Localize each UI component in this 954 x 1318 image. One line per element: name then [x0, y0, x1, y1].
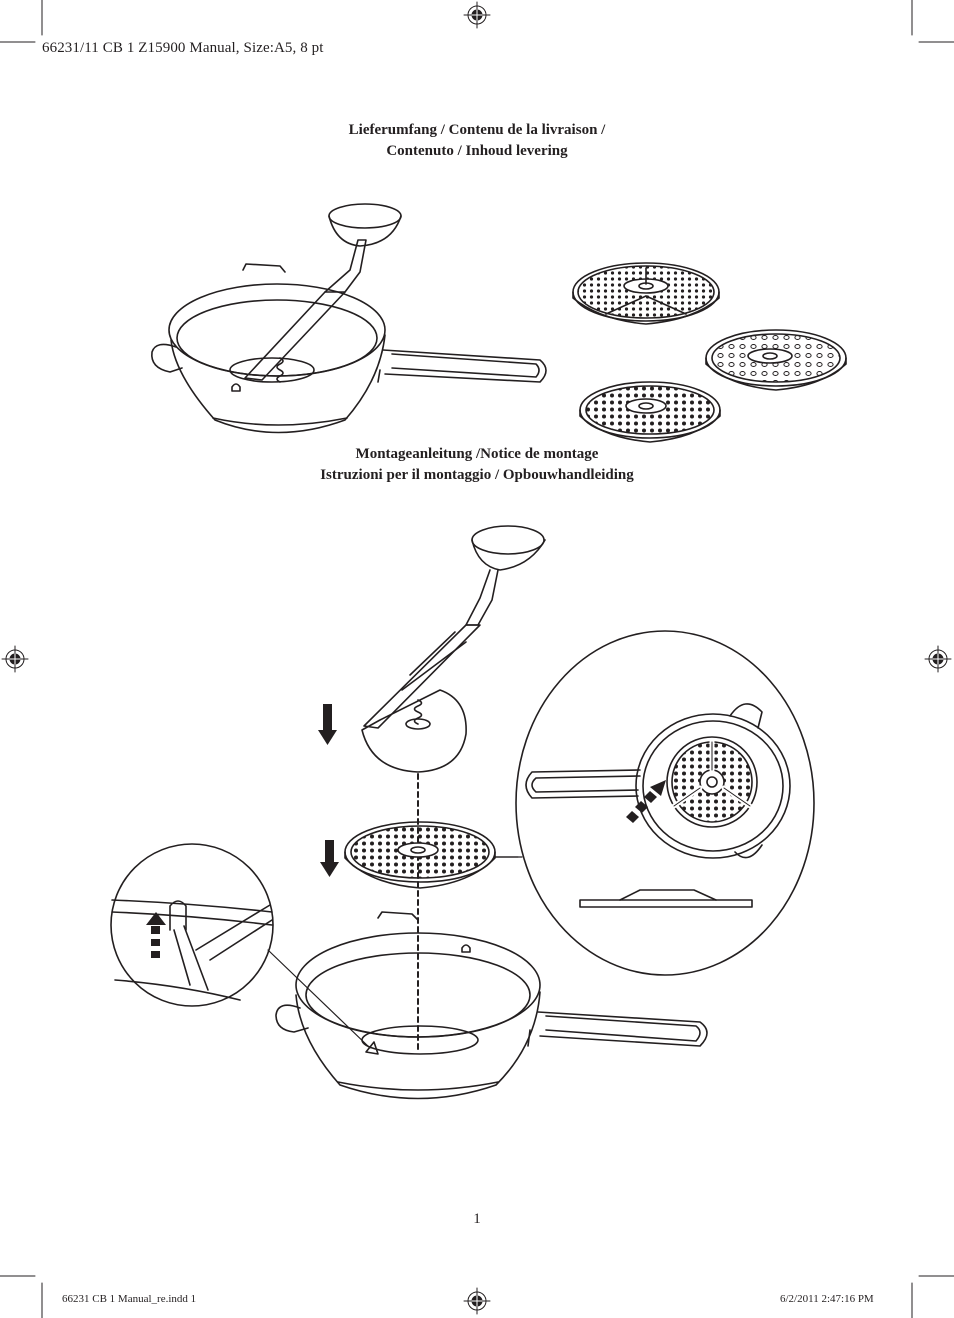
- disc-fine: [572, 262, 720, 325]
- arrow-down-icon: [318, 704, 339, 877]
- assembly-heading: Montageanleitung /Notice de montage Istr…: [0, 444, 954, 486]
- detail-callout-clip: [110, 843, 371, 1049]
- assembly-heading-line-1: Montageanleitung /Notice de montage: [355, 446, 599, 462]
- print-job-header: 66231/11 CB 1 Z15900 Manual, Size:A5, 8 …: [42, 40, 324, 56]
- disc-medium: [579, 381, 721, 443]
- assembly-heading-line-2: Istruzioni per il montaggio / Opbouwhand…: [320, 467, 634, 483]
- crank-assembly: [361, 525, 546, 773]
- disc-assembly-step: [344, 821, 523, 889]
- contents-heading-line-1: Lieferumfang / Contenu de la livraison /: [348, 122, 606, 138]
- dashed-arrow-up-icon: [146, 912, 166, 958]
- contents-heading: Lieferumfang / Contenu de la livraison /…: [0, 120, 954, 162]
- disc-coarse: [705, 329, 847, 391]
- detail-callout-disc: [494, 630, 815, 976]
- contents-heading-line-2: Contenuto / Inhoud levering: [386, 143, 568, 159]
- footer-timestamp: 6/2/2011 2:47:16 PM: [780, 1293, 874, 1305]
- page-number: 1: [473, 1211, 481, 1227]
- footer-file-name: 66231 CB 1 Manual_re.indd 1: [62, 1293, 197, 1305]
- assembled-food-mill: [151, 203, 547, 434]
- dashed-arrow-diagonal-icon: [626, 780, 666, 823]
- bowl-base: [275, 911, 708, 1100]
